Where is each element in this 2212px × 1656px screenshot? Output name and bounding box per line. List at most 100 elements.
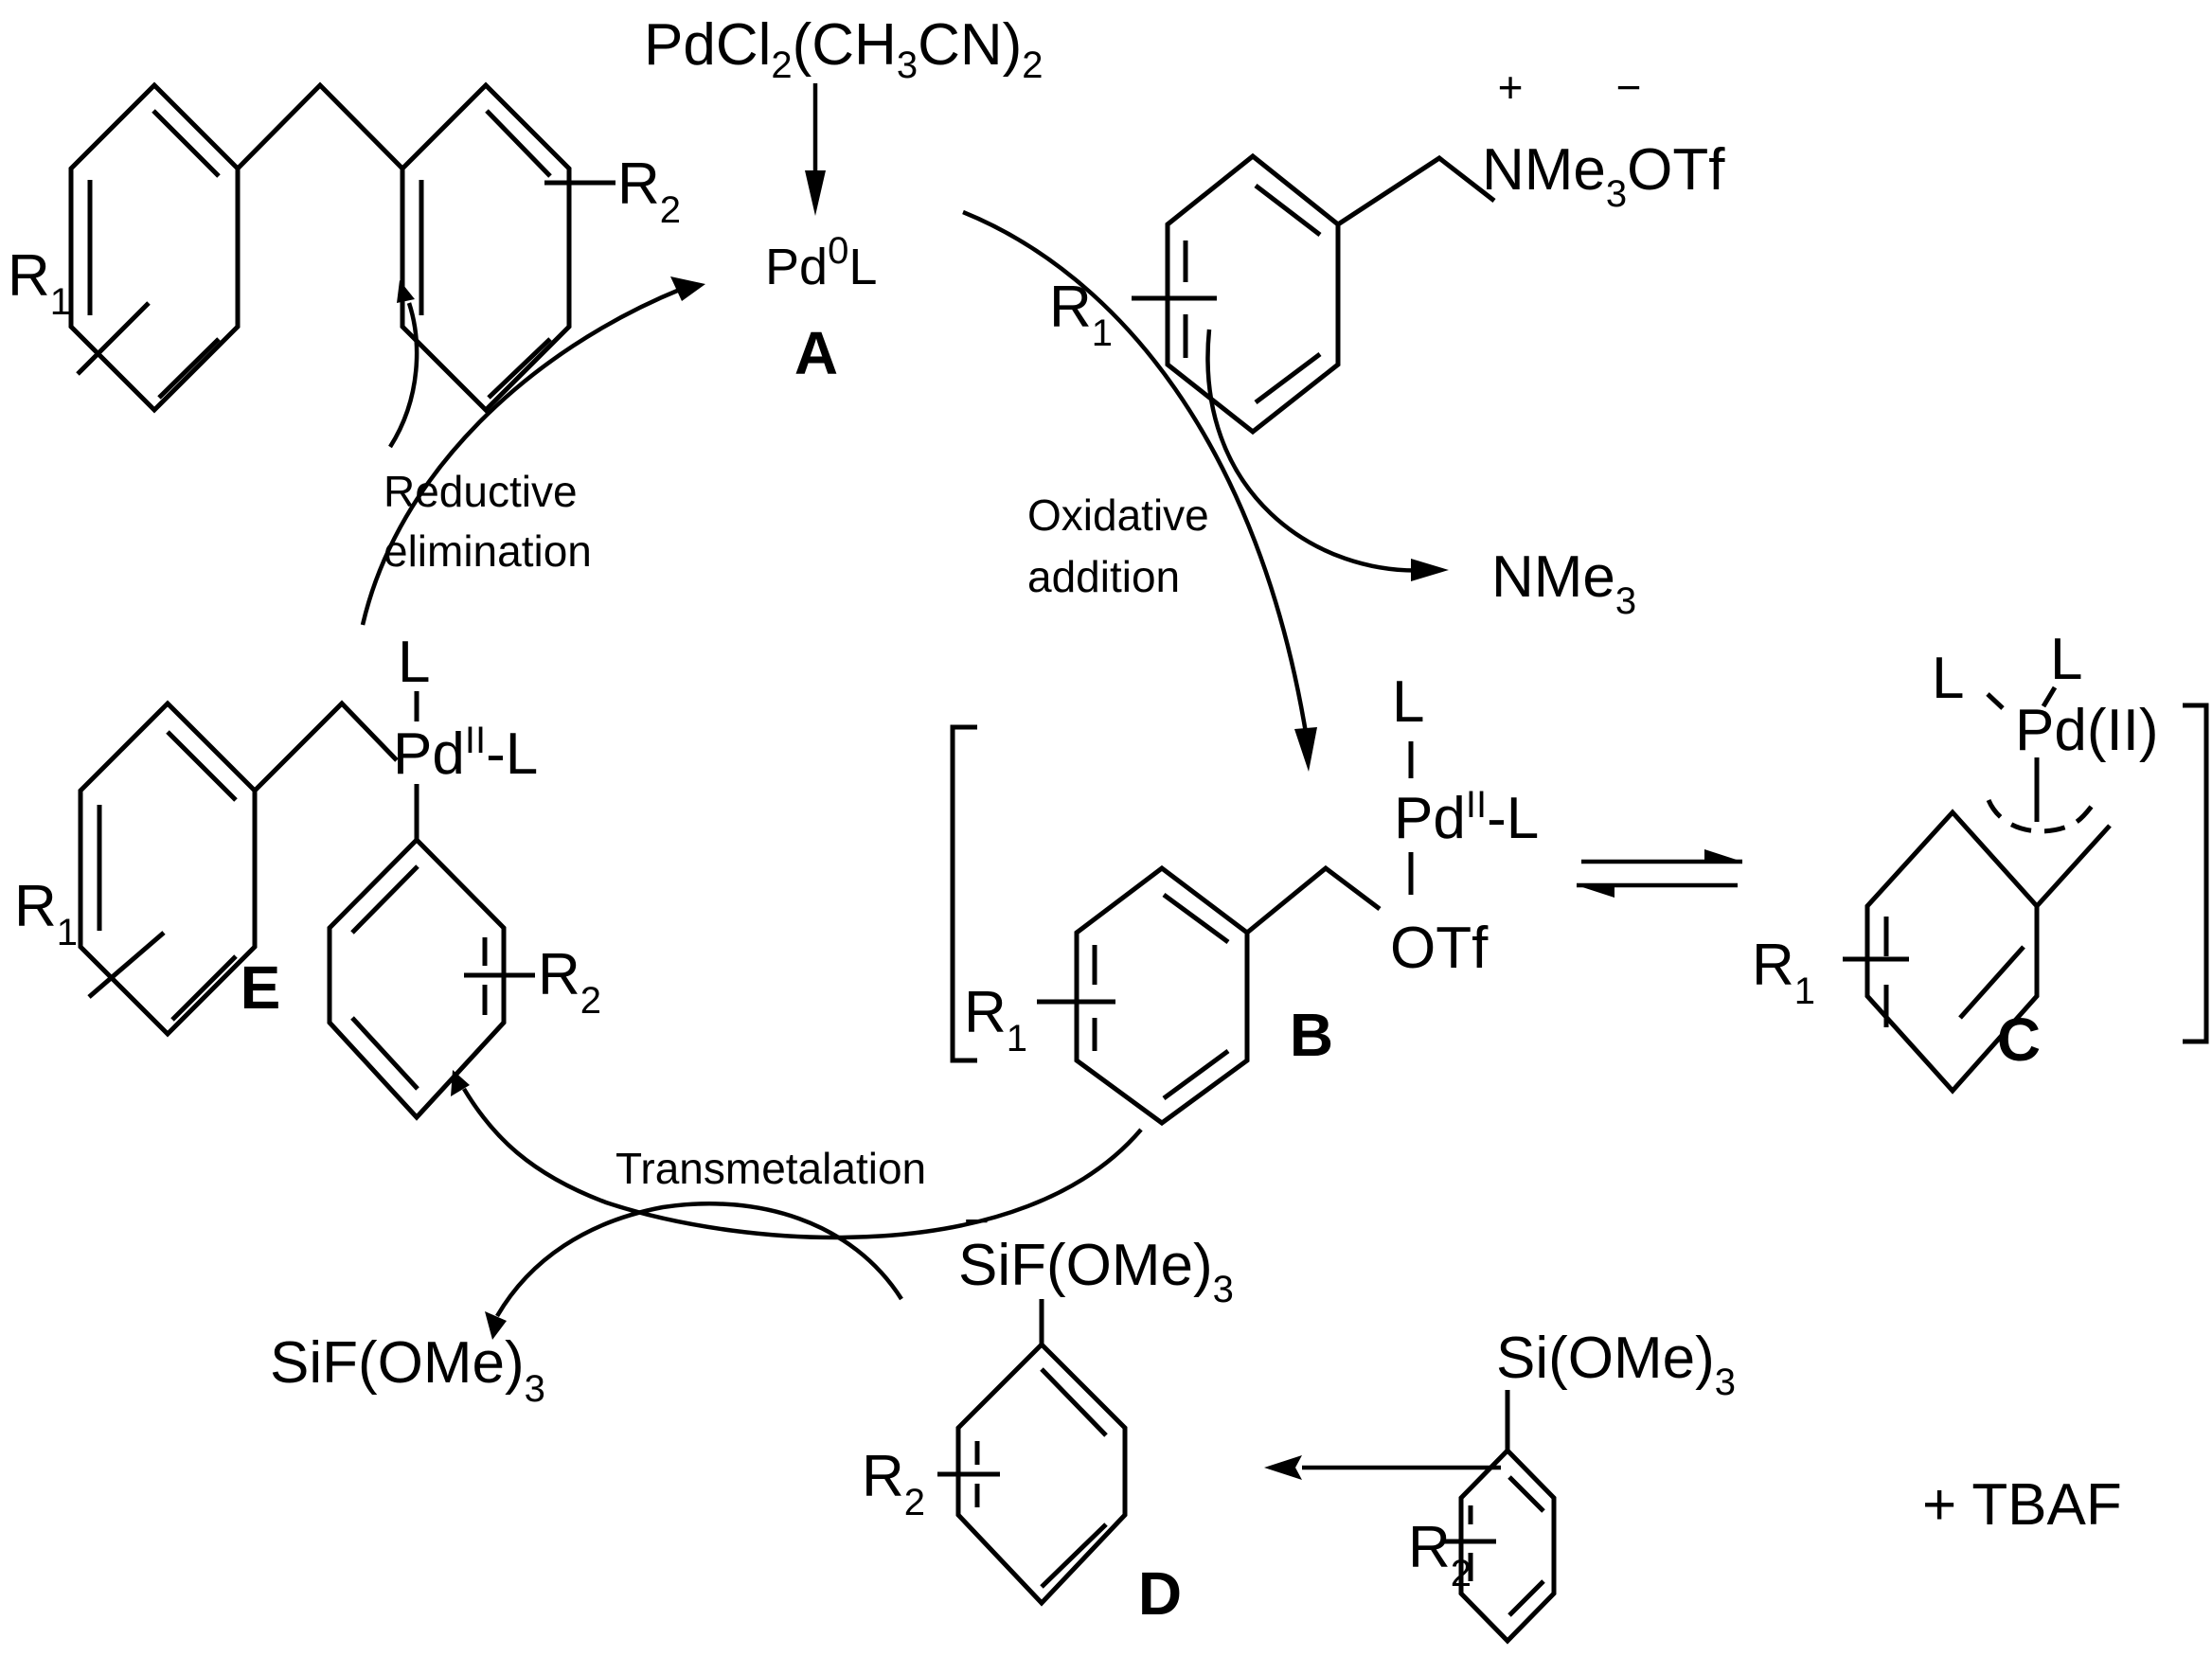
double-bond	[485, 109, 552, 178]
precatalyst: PdCl2(CH3CN)2	[644, 12, 1044, 216]
double-bond	[157, 337, 221, 400]
reductive-elimination-arrowhead	[670, 276, 705, 301]
product-r1: R1	[8, 243, 71, 323]
double-bond	[166, 730, 238, 802]
oxidative-addition-arrow	[962, 209, 1310, 739]
d-r2: R2	[862, 1444, 925, 1523]
transmetalation-arrowhead	[451, 1070, 470, 1096]
double-bond	[1958, 945, 2025, 1020]
transmetalation-arrow	[462, 1087, 1143, 1240]
product-release-arrowhead	[397, 280, 415, 303]
double-bond	[1040, 1367, 1108, 1437]
substrate-ring	[1165, 152, 1341, 436]
nme3-release-arrowhead	[1411, 559, 1449, 581]
double-bond	[1507, 1475, 1545, 1513]
transmetalation-label: Transmetalation	[615, 1144, 926, 1193]
c-r1: R1	[1752, 933, 1815, 1012]
ch2-pd-bond	[253, 700, 399, 792]
label-d: D	[1138, 1559, 1182, 1628]
double-bond	[1254, 184, 1322, 237]
double-bond	[1040, 1522, 1108, 1589]
reductive-elimination-step: Reductive elimination	[360, 276, 705, 626]
pd-l-bond-left	[1986, 692, 2005, 710]
label-c: C	[1997, 1006, 2041, 1074]
product-ring-1	[68, 81, 241, 414]
equilibrium-arrows	[1577, 849, 1742, 898]
e-ring-2	[327, 836, 507, 1121]
double-bond	[1254, 352, 1322, 404]
transmetalation-step: Transmetalation	[451, 1070, 1143, 1340]
oxidative-addition-step: Oxidative addition	[962, 209, 1449, 772]
intermediate-a: Pd0L A	[765, 230, 877, 387]
intermediate-e: R1 L PdII-L R2 E	[14, 630, 601, 1121]
c-ligand-left: L	[1932, 646, 1964, 711]
oxidative-addition-arrowhead	[1294, 727, 1317, 772]
double-bond	[170, 954, 238, 1022]
silane-r2: R2	[1408, 1515, 1472, 1594]
reductive-elimination-label-1: Reductive	[384, 467, 578, 516]
double-bond	[487, 337, 552, 400]
reagent-arylsilane: Si(OMe)3 R2 + TBAF	[1408, 1326, 2122, 1645]
right-bracket	[2183, 703, 2209, 1044]
b-top-ligand: L	[1392, 669, 1424, 735]
nme3-release-arrow	[1205, 329, 1431, 573]
c-pd-center: Pd(II)	[2015, 698, 2159, 763]
d-silicate: SiF(OMe)3	[958, 1233, 1234, 1310]
e-top-ligand: L	[398, 630, 430, 695]
plus-charge: +	[1498, 62, 1524, 112]
e-r2: R2	[538, 942, 601, 1022]
d-charge: −	[964, 1196, 990, 1245]
left-bracket	[950, 724, 977, 1063]
oxidative-addition-label-2: addition	[1027, 552, 1180, 601]
pd0-complex: Pd0L	[765, 230, 877, 295]
byproduct-nme3: NMe3	[1491, 544, 1636, 622]
oxidative-addition-label-1: Oxidative	[1027, 490, 1209, 540]
minus-charge: −	[1616, 62, 1642, 112]
byproduct-sif-ome3: SiF(OMe)3	[270, 1330, 545, 1410]
ch2-n-bond	[1336, 154, 1496, 227]
double-bond	[350, 1016, 419, 1091]
pd-l-bond-right	[2041, 686, 2058, 708]
reductive-elimination-arrow	[360, 286, 683, 626]
silane-ring-outline	[1458, 1447, 1557, 1645]
double-bond	[1507, 1579, 1545, 1617]
intermediate-d: SiF(OMe)3 − R2 D	[862, 1196, 1234, 1628]
label-e: E	[241, 953, 281, 1022]
r1-bond	[87, 931, 166, 999]
ammonium-triflate: NMe3OTf	[1482, 137, 1725, 215]
double-bond	[1162, 892, 1230, 945]
reductive-elimination-label-2: elimination	[384, 526, 592, 576]
silane-release-arrow	[495, 1202, 903, 1318]
fluoride-activation-arrowhead	[1264, 1455, 1302, 1480]
substrate-benzylammonium: R1 NMe3OTf + −	[1049, 62, 1725, 436]
r1-bond	[76, 301, 151, 376]
double-bond	[152, 109, 221, 178]
product-release-arrow	[388, 302, 419, 449]
silane-group: Si(OMe)3	[1496, 1326, 1736, 1403]
double-bond	[1162, 1048, 1230, 1101]
label-b: B	[1290, 1001, 1333, 1069]
allyl-dashed-bond	[1986, 798, 2095, 834]
forward-half-arrowhead	[1704, 849, 1742, 862]
exo-bond	[2035, 824, 2112, 908]
activation-arrowhead	[805, 170, 826, 216]
product-r2: R2	[617, 151, 681, 231]
ch2-pd-bond	[1245, 864, 1382, 935]
intermediate-b: R1 L PdII-L OTf B	[950, 669, 1539, 1127]
tbaf-reagent: + TBAF	[1922, 1472, 2122, 1538]
product-diarylmethane: R1 R2	[8, 81, 681, 414]
e-pd-center: PdII-L	[393, 720, 538, 787]
methylene-bridge	[236, 81, 404, 170]
c-ligand-right: L	[2050, 627, 2082, 692]
b-pd-center: PdII-L	[1394, 784, 1539, 851]
precatalyst-text: PdCl	[644, 12, 771, 78]
b-ring	[1074, 864, 1250, 1127]
b-r1: R1	[964, 980, 1027, 1059]
svg-text:PdCl2(CH3CN)2: PdCl2(CH3CN)2	[644, 12, 1044, 86]
reverse-half-arrowhead	[1577, 885, 1614, 898]
silane-release-arrowhead	[485, 1311, 507, 1340]
product-ring-2	[400, 81, 572, 414]
intermediate-c: R1 L L Pd(II) C	[1752, 627, 2209, 1095]
e-r1: R1	[14, 874, 78, 953]
